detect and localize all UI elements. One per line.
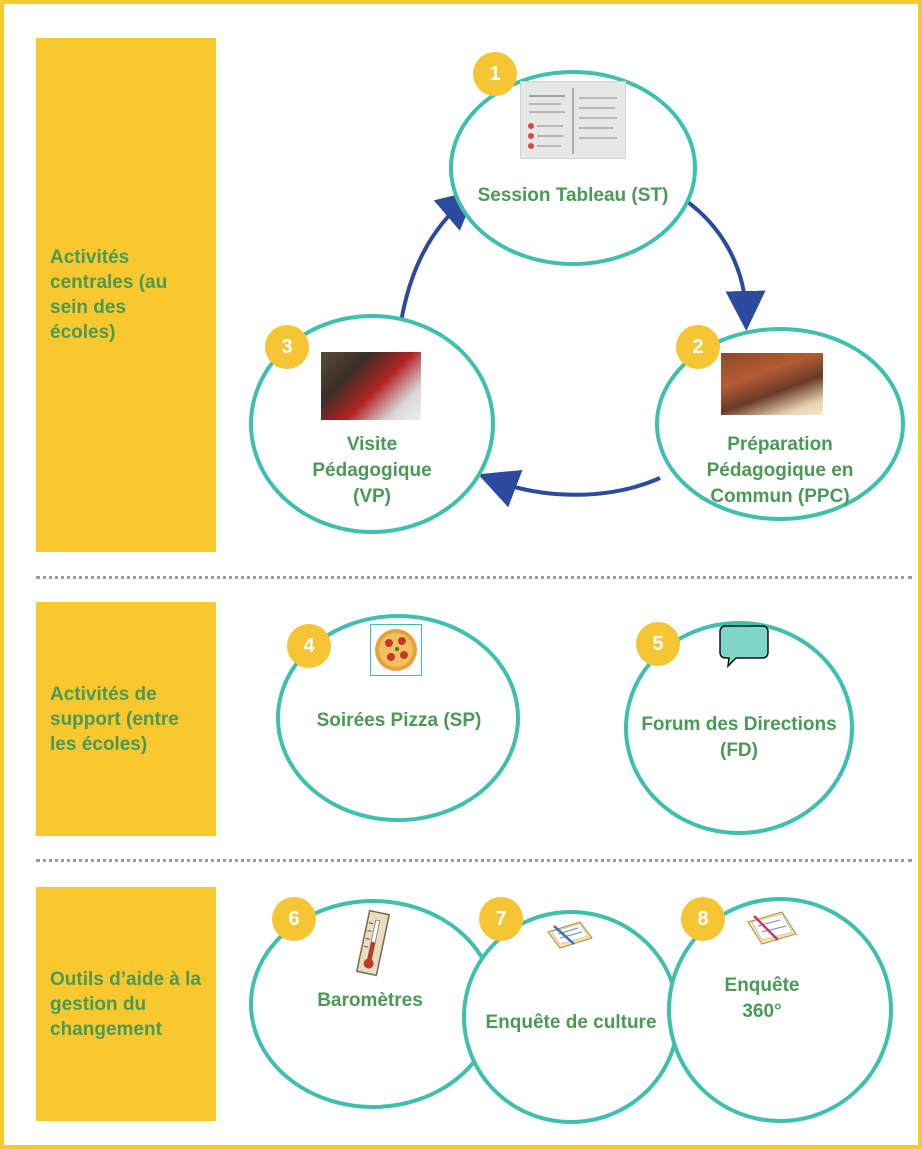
section-divider [36,576,912,579]
activity-label: Baromètres [317,990,423,1011]
activity-number-badge: 5 [636,622,680,666]
whiteboard-photo [520,81,626,159]
activity-label: Session Tableau (ST) [477,185,669,206]
section-support-activities: Activités de support (entre les écoles) [36,602,216,836]
survey-icon [744,908,800,948]
activity-label: Visite Pédagogique (VP) [312,434,432,507]
classroom-photo [321,352,421,420]
activity-number-badge: 1 [473,52,517,96]
section-change-tools: Outils d’aide à la gestion du changement [36,887,216,1121]
section-label: Activités de support (entre les écoles) [50,683,179,755]
activity-number-badge: 2 [676,325,720,369]
activity-label: Soirées Pizza (SP) [316,710,482,731]
activity-label: Forum des Directions (FD) [641,714,837,761]
thermometer-icon [355,908,391,978]
activity-label: Préparation Pédagogique en Commun (PPC) [706,434,854,507]
speech-bubble-icon [716,622,772,670]
activity-number-badge: 7 [479,897,523,941]
section-central-activities: Activités centrales (au sein des écoles) [36,38,216,552]
activity-number-badge: 4 [287,624,331,668]
section-label: Outils d’aide à la gestion du changement [50,968,201,1040]
activity-label: Enquête de culture [485,1012,657,1033]
section-divider [36,859,912,862]
activity-label: Enquête 360° [724,975,800,1022]
meeting-photo [721,353,823,415]
activity-number-badge: 8 [681,897,725,941]
arrow-st-to-ppc [683,198,766,331]
activity-number-badge: 3 [265,325,309,369]
activity-number-badge: 6 [272,897,316,941]
section-label: Activités centrales (au sein des écoles) [50,247,168,343]
arrow-ppc-to-vp [478,469,661,508]
pizza-icon [370,624,422,676]
arrow-vp-to-st [399,189,478,323]
survey-icon [544,918,596,950]
